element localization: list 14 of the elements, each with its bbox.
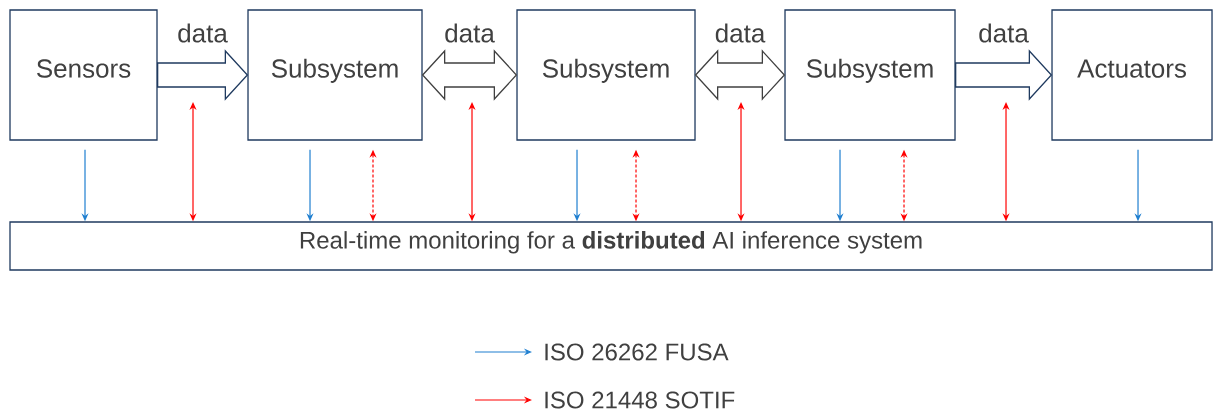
edge-label: data	[445, 23, 495, 43]
process-box: Subsystem	[784, 9, 956, 141]
monitoring-bar: Real-time monitoring for a distributed AI inference system	[9, 221, 1213, 271]
legend-label: ISO 21448 SOTIF	[545, 391, 735, 409]
block-arrow	[157, 49, 249, 101]
process-box: Subsystem	[247, 9, 423, 141]
edge-label: data	[979, 23, 1029, 43]
block-arrow	[955, 49, 1053, 101]
edge-label: data	[715, 23, 766, 43]
process-box: Actuators	[1051, 9, 1213, 141]
process-box: Sensors	[9, 9, 158, 141]
legend-label: ISO 26262 FUSA	[545, 343, 729, 361]
edge-label: data	[178, 23, 228, 43]
process-box: Subsystem	[516, 9, 696, 141]
